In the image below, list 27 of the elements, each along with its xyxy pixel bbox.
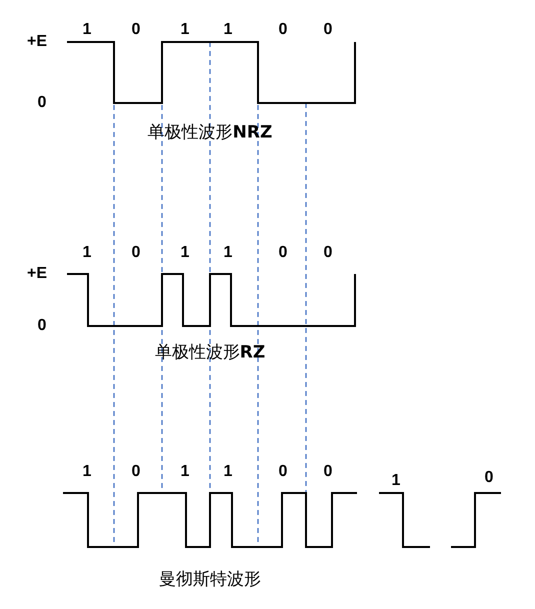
level-label: +E (27, 34, 47, 50)
bit-label: 0 (132, 464, 140, 480)
bit-label: 0 (278, 464, 288, 480)
level-label: +E (27, 266, 47, 282)
waveform-caption: 曼彻斯特波形 (159, 572, 261, 588)
bit-label: 0 (132, 245, 140, 261)
bit-label: 0 (278, 22, 288, 38)
bit-label: 1 (180, 464, 190, 480)
level-label: 0 (38, 95, 46, 111)
bit-label: 0 (278, 245, 288, 261)
bit-label: 1 (180, 22, 190, 38)
bit-label: 0 (484, 470, 494, 486)
bit-label: 1 (82, 464, 92, 480)
bit-label: 1 (82, 245, 92, 261)
level-label: 0 (38, 318, 46, 334)
bit-label: 0 (324, 22, 332, 38)
bit-label: 1 (224, 464, 232, 480)
bit-label: 0 (324, 245, 332, 261)
bit-label: 0 (324, 464, 332, 480)
bit-label: 0 (132, 22, 140, 38)
bit-label: 1 (82, 22, 92, 38)
bit-label: 1 (224, 22, 232, 38)
waveform-caption: 单极性波形RZ (154, 344, 266, 362)
bit-label: 1 (392, 473, 400, 489)
bit-label: 1 (180, 245, 190, 261)
bit-label: 1 (224, 245, 232, 261)
waveform-caption: 单极性波形NRZ (148, 124, 272, 142)
